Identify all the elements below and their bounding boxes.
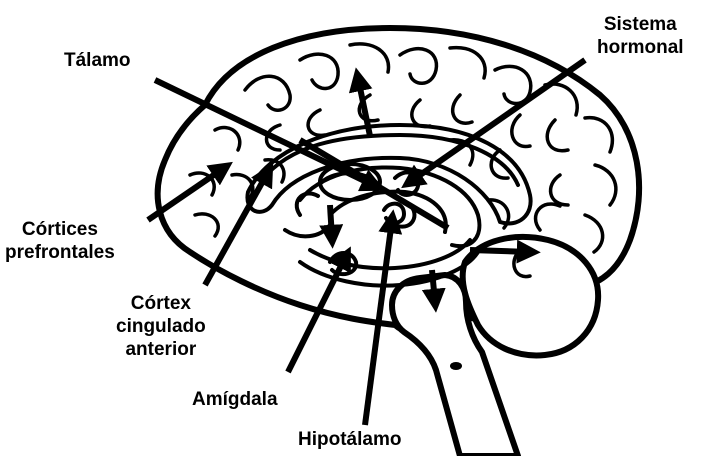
- label-hipotalamo: Hipotálamo: [298, 428, 401, 451]
- arrow-down-limbic: [330, 205, 332, 238]
- cerebellum-outline: [463, 237, 598, 355]
- label-cortices-line1: Córtices: [5, 218, 115, 241]
- brainstem-spot: [450, 362, 462, 370]
- label-cortices-line2: prefrontales: [5, 241, 115, 264]
- label-sistema-hormonal-line2: hormonal: [597, 36, 684, 59]
- label-cortex-line3: anterior: [116, 338, 206, 361]
- label-cortex-cingulado: Córtex cingulado anterior: [116, 292, 206, 361]
- label-talamo: Tálamo: [64, 49, 131, 72]
- label-sistema-hormonal: Sistema hormonal: [597, 13, 684, 59]
- label-cortex-line1: Córtex: [116, 292, 206, 315]
- label-sistema-hormonal-line1: Sistema: [597, 13, 684, 36]
- arrow-to-cerebellum: [470, 250, 530, 252]
- label-cortices-prefrontales: Córtices prefrontales: [5, 218, 115, 264]
- arrow-down-stem: [432, 270, 435, 302]
- label-cortex-line2: cingulado: [116, 315, 206, 338]
- label-amigdala: Amígdala: [192, 388, 278, 411]
